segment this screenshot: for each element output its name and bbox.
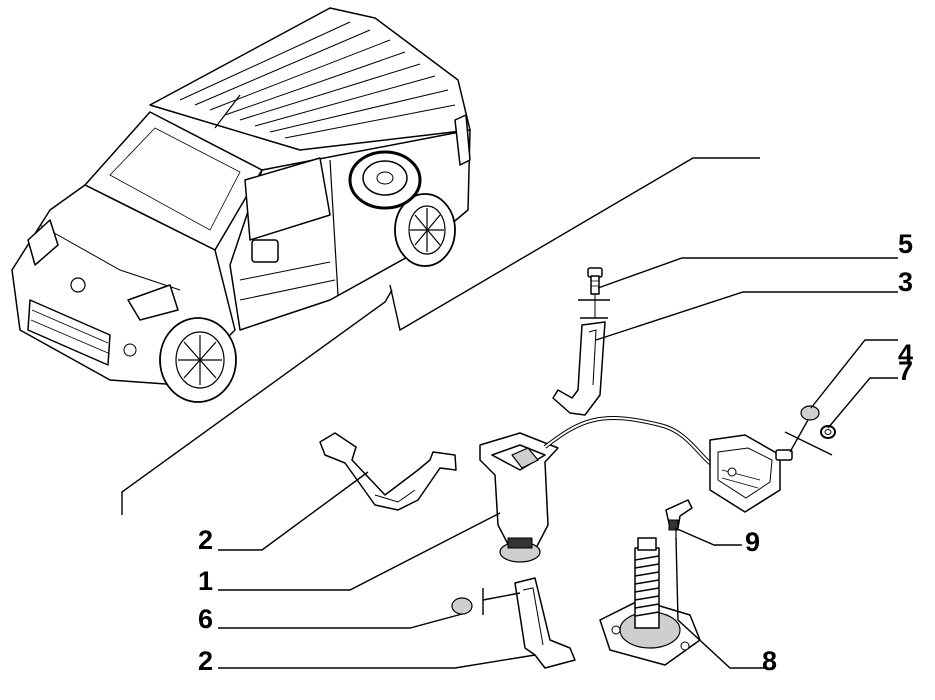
callout-2-upper: 2 (198, 525, 213, 555)
part-1-winch (479, 416, 721, 563)
callout-5: 5 (898, 229, 913, 259)
remote-control-housing (709, 434, 793, 513)
part-9-sensor (665, 499, 693, 540)
part-8-jack (599, 537, 701, 666)
callout-1: 1 (198, 566, 213, 596)
callout-2-lower: 2 (198, 646, 213, 676)
callout-6: 6 (198, 604, 213, 634)
part-3-bracket (552, 321, 606, 416)
part-5-bolt (587, 267, 603, 318)
callout-9: 9 (745, 527, 760, 557)
callout-7: 7 (898, 356, 913, 386)
callout-8: 8 (762, 646, 777, 676)
callout-3: 3 (898, 267, 913, 297)
part-6-plug (451, 597, 473, 615)
part-4-cap (800, 405, 820, 421)
part-2-upper-bracket (319, 432, 457, 511)
part-7-washer (820, 425, 836, 439)
exploded-view-guides (121, 157, 760, 515)
callout-4: 4 (898, 339, 913, 369)
leader-lines (218, 257, 898, 669)
part-2-lower-bracket (514, 577, 576, 669)
van-illustration (11, 7, 471, 403)
